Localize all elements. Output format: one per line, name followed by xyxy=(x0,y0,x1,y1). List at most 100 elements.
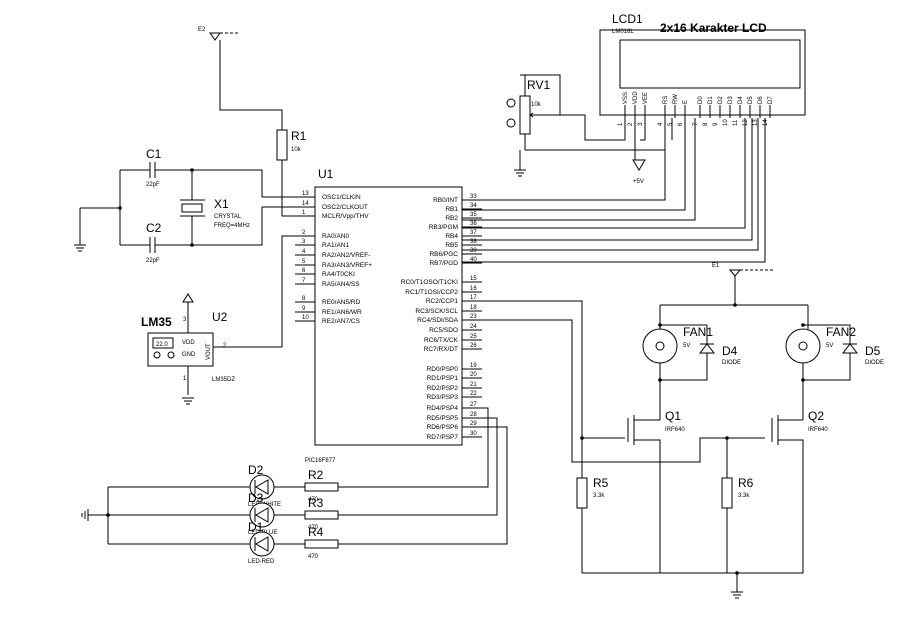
q1-mosfet[interactable]: Q1 IRF640 xyxy=(627,409,685,460)
led-ref: D1 xyxy=(248,520,264,534)
svg-text:FREQ=4MHz: FREQ=4MHz xyxy=(214,223,250,229)
d5-diode[interactable]: D5 DIODE xyxy=(841,343,884,366)
svg-text:10k: 10k xyxy=(291,147,302,153)
svg-text:DIODE: DIODE xyxy=(722,360,741,366)
svg-text:22pF: 22pF xyxy=(146,258,160,264)
lcd-ref: LCD1 xyxy=(612,12,643,26)
r1-resistor[interactable]: R1 10k xyxy=(276,129,307,161)
led-resistor-ref: R4 xyxy=(308,525,324,539)
pic-pin-name: RD1/PSP1 xyxy=(427,375,459,382)
svg-text:LM35DZ: LM35DZ xyxy=(212,377,235,383)
lcd-pin-number: 8 xyxy=(703,122,709,126)
rv1-potentiometer[interactable]: RV1 10k xyxy=(506,74,561,150)
r5-resistor[interactable]: R5 3.3k xyxy=(576,476,609,509)
pic-pin-number: 23 xyxy=(470,314,477,320)
pic-pin-number: 8 xyxy=(302,296,306,302)
d4-diode[interactable]: D4 DIODE xyxy=(698,343,741,366)
pic-pin-number: 15 xyxy=(470,276,477,282)
led-ref: D3 xyxy=(248,491,264,505)
lcd-pin-name: VEE xyxy=(643,92,649,104)
pic-pin-number: 2 xyxy=(302,230,306,236)
pic-pin-name: RE1/AN6/WR xyxy=(322,309,362,316)
pic-pin-name: RB5 xyxy=(445,242,458,249)
lcd-pin-number: 14 xyxy=(763,119,769,126)
svg-text:C1: C1 xyxy=(146,147,162,161)
pic-pin-number: 10 xyxy=(302,315,309,321)
svg-text:CRYSTAL: CRYSTAL xyxy=(214,214,242,220)
lcd-pin-name: D2 xyxy=(718,96,724,104)
pic-pin-name: RC2/CCP1 xyxy=(426,298,459,305)
lcd-pin-name: D4 xyxy=(738,96,744,104)
pic-pin-number: 7 xyxy=(302,278,306,284)
lcd-pin-number: 3 xyxy=(638,122,644,126)
led-triangle xyxy=(255,479,269,495)
pic-pin-number: 16 xyxy=(470,286,477,292)
q2-mosfet[interactable]: Q2 IRF640 xyxy=(771,409,828,460)
lcd-module[interactable]: LCD1 LM016L 2x16 Karakter LCD VSS1VDD2VE… xyxy=(599,12,806,126)
pic-pin-number: 13 xyxy=(302,191,309,197)
svg-text:D4: D4 xyxy=(722,344,738,358)
pic-pin-name: RA3/AN3/VREF+ xyxy=(322,262,372,269)
pic-pin-number: 9 xyxy=(302,306,306,312)
lcd-pin-number: 11 xyxy=(733,119,739,126)
supply-5v-label: +5V xyxy=(633,179,644,185)
c2-capacitor[interactable]: C2 22pF xyxy=(146,221,162,264)
svg-text:FAN1: FAN1 xyxy=(683,325,713,339)
pic-pin-name: RD7/PSP7 xyxy=(427,434,459,441)
pic-pin-number: 35 xyxy=(470,212,477,218)
svg-text:R5: R5 xyxy=(593,476,609,490)
pic-pin-number: 3 xyxy=(302,239,306,245)
svg-text:VOUT: VOUT xyxy=(206,343,212,360)
pic-pin-number: 18 xyxy=(470,305,477,311)
rv1-value: 10k xyxy=(531,102,542,108)
fan2-motor[interactable]: FAN2 5V xyxy=(785,325,856,364)
svg-text:2: 2 xyxy=(223,343,227,349)
lcd-pin-number: 7 xyxy=(693,122,699,126)
pic-pin-number: 39 xyxy=(470,248,477,254)
lcd-pin-name: D3 xyxy=(728,96,734,104)
pic-pin-name: OSC1/CLKIN xyxy=(322,194,361,201)
pic-pin-number: 27 xyxy=(470,402,477,408)
x1-crystal[interactable]: X1 CRYSTAL FREQ=4MHz xyxy=(180,197,250,229)
pic-pin-name: RA4/T0CKI xyxy=(322,271,355,278)
led-resistor-ref: R2 xyxy=(308,468,324,482)
c1-capacitor[interactable]: C1 22pF xyxy=(146,147,162,188)
pic-pin-name: RD4/PSP4 xyxy=(427,405,459,412)
svg-text:22pF: 22pF xyxy=(146,182,160,188)
svg-text:Q1: Q1 xyxy=(665,409,681,423)
ground-symbol xyxy=(514,165,526,177)
pic-pin-name: RA5/AN4/SS xyxy=(322,281,360,288)
pic-pin-number: 37 xyxy=(470,230,477,236)
pic-pin-name: RB4 xyxy=(445,233,458,240)
pic-pin-number: 30 xyxy=(470,431,477,437)
pic-pin-name: RD5/PSP5 xyxy=(427,415,459,422)
lcd-pin-name: RS xyxy=(663,96,669,104)
led-body xyxy=(249,531,275,557)
led-type: LED-RED xyxy=(248,559,275,565)
r6-resistor[interactable]: R6 3.3k xyxy=(721,476,754,509)
svg-text:GND: GND xyxy=(182,352,196,358)
led-row[interactable]: D2LED-WHITER2470 xyxy=(108,463,339,508)
pic-pin-number: 29 xyxy=(470,421,477,427)
svg-text:D5: D5 xyxy=(865,344,881,358)
lcd-model: LM016L xyxy=(612,29,634,35)
pic-right-pins: 33RB0/INT34RB135RB236RB3/PGM37RB438RB539… xyxy=(401,194,482,441)
lcd-pin-number: 12 xyxy=(743,119,749,126)
pic-pin-number: 25 xyxy=(470,334,477,340)
lm35-sensor[interactable]: 22.0 VDD GND VOUT LM35 U2 LM35DZ 3 2 1 xyxy=(141,310,235,383)
led-ref: D2 xyxy=(248,463,264,477)
svg-text:C2: C2 xyxy=(146,221,162,235)
lcd-pin-number: 4 xyxy=(658,122,664,126)
pic-pin-name: MCLR/Vpp/THV xyxy=(322,213,369,220)
pic-pin-number: 40 xyxy=(470,257,477,263)
lcd-pin-name: D1 xyxy=(708,96,714,104)
lcd-pin-name: D5 xyxy=(748,96,754,104)
pic-pin-name: RB3/PGM xyxy=(429,224,458,231)
led-row[interactable]: D3LED-BLUER3470 xyxy=(108,491,339,536)
svg-text:5V: 5V xyxy=(826,343,833,349)
led-resistor-ref: R3 xyxy=(308,496,324,510)
